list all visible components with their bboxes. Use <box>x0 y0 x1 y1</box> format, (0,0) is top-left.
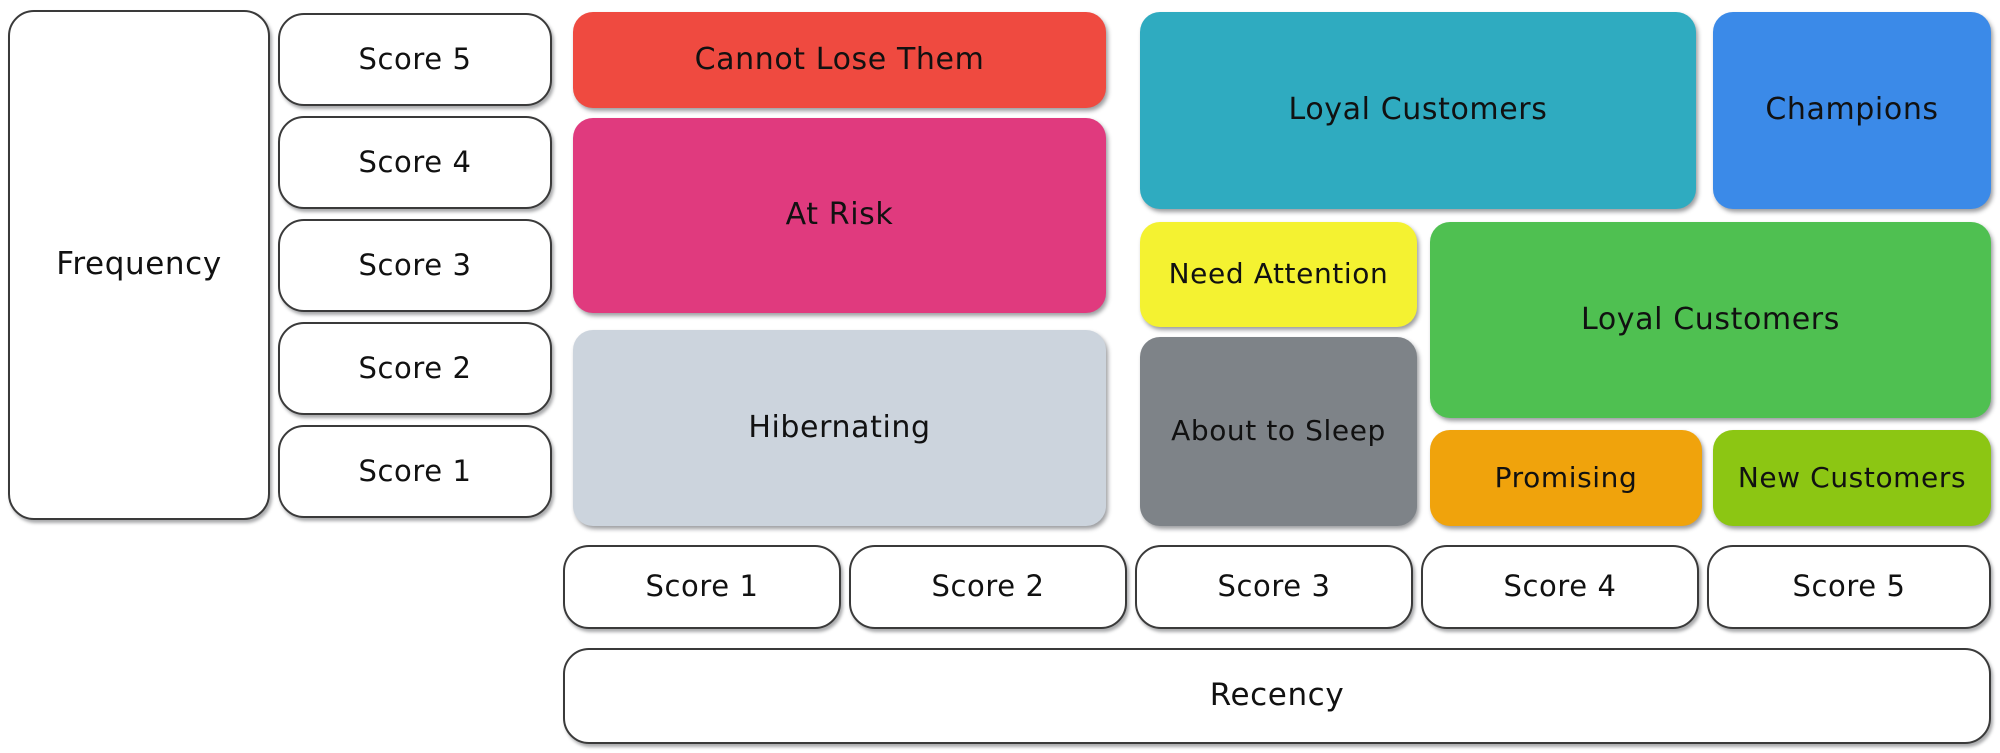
frequency-score-2-box[interactable]: Score 2 <box>278 322 552 415</box>
recency-score-3-box[interactable]: Score 3 <box>1135 545 1413 629</box>
frequency-score-1-box[interactable]: Score 1 <box>278 425 552 518</box>
recency-axis-box: Recency <box>563 648 1991 744</box>
frequency-score-3-box[interactable]: Score 3 <box>278 219 552 312</box>
segment-cannot-lose-them[interactable]: Cannot Lose Them <box>573 12 1106 108</box>
segment-hibernating-label: Hibernating <box>748 409 931 445</box>
segment-promising[interactable]: Promising <box>1430 430 1702 526</box>
recency-score-4-box[interactable]: Score 4 <box>1421 545 1699 629</box>
segment-at-risk-label: At Risk <box>785 197 894 233</box>
segment-at-risk[interactable]: At Risk <box>573 118 1106 313</box>
frequency-score-5-label: Score 5 <box>358 41 472 76</box>
frequency-score-4-box[interactable]: Score 4 <box>278 116 552 209</box>
segment-loyal-customers-green[interactable]: Loyal Customers <box>1430 222 1991 418</box>
recency-score-3-label: Score 3 <box>1217 569 1331 604</box>
frequency-score-3-label: Score 3 <box>358 247 472 282</box>
segment-loyal-customers-teal[interactable]: Loyal Customers <box>1140 12 1696 209</box>
segment-about-to-sleep[interactable]: About to Sleep <box>1140 337 1417 526</box>
recency-score-2-label: Score 2 <box>931 569 1045 604</box>
frequency-score-2-label: Score 2 <box>358 350 472 385</box>
recency-score-2-box[interactable]: Score 2 <box>849 545 1127 629</box>
recency-score-1-box[interactable]: Score 1 <box>563 545 841 629</box>
segment-need-attention[interactable]: Need Attention <box>1140 222 1417 327</box>
segment-new-customers-label: New Customers <box>1737 460 1967 494</box>
segment-loyal-customers-teal-label: Loyal Customers <box>1288 92 1548 128</box>
frequency-score-5-box[interactable]: Score 5 <box>278 13 552 106</box>
segment-need-attention-label: Need Attention <box>1168 257 1389 291</box>
segment-champions[interactable]: Champions <box>1713 12 1991 209</box>
recency-axis-label: Recency <box>1209 677 1345 714</box>
recency-score-1-label: Score 1 <box>645 569 759 604</box>
frequency-score-4-label: Score 4 <box>358 144 472 179</box>
segment-about-to-sleep-label: About to Sleep <box>1171 414 1386 448</box>
frequency-axis-label: Frequency <box>56 246 222 283</box>
recency-score-5-box[interactable]: Score 5 <box>1707 545 1991 629</box>
frequency-score-1-label: Score 1 <box>358 453 472 488</box>
segment-champions-label: Champions <box>1765 92 1939 128</box>
frequency-axis-box: Frequency <box>8 10 270 520</box>
segment-promising-label: Promising <box>1494 460 1638 494</box>
segment-new-customers[interactable]: New Customers <box>1713 430 1991 526</box>
segment-loyal-customers-green-label: Loyal Customers <box>1581 301 1840 337</box>
segment-hibernating[interactable]: Hibernating <box>573 330 1106 526</box>
recency-score-5-label: Score 5 <box>1792 569 1906 604</box>
recency-score-4-label: Score 4 <box>1503 569 1617 604</box>
segment-cannot-lose-them-label: Cannot Lose Them <box>694 41 985 77</box>
